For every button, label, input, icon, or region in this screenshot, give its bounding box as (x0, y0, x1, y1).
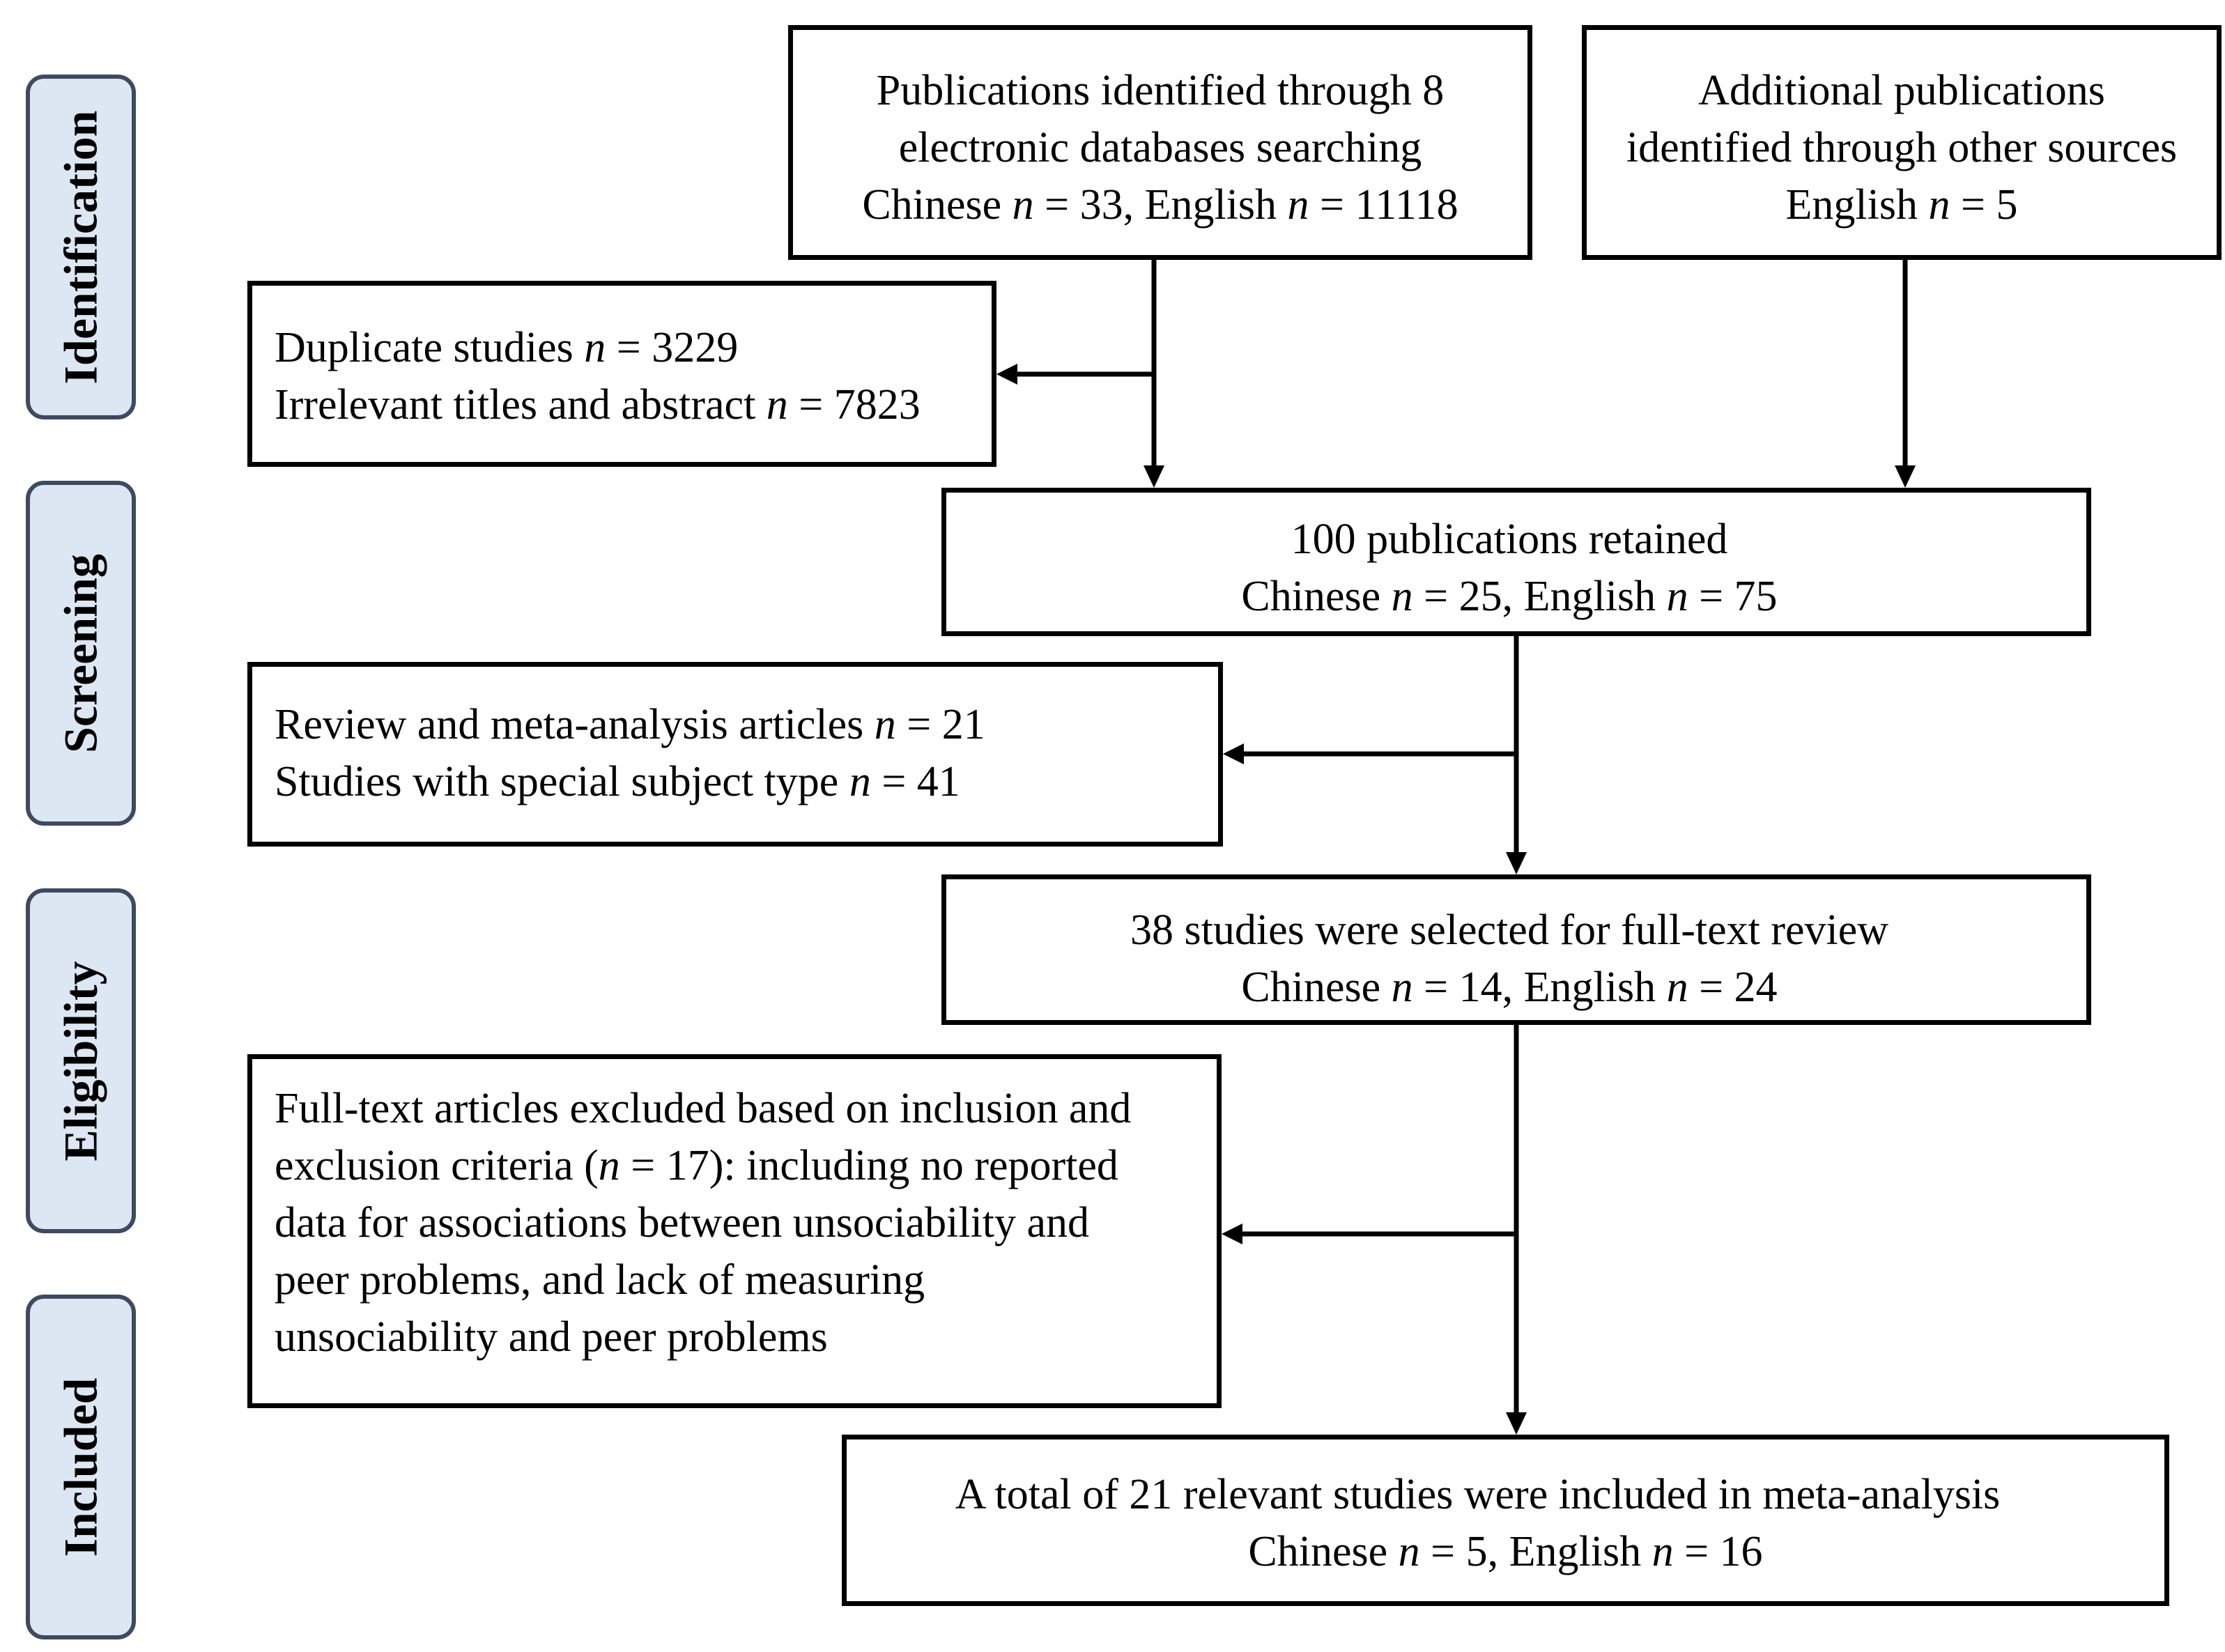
fulltext-n-symbol-1: n (1391, 964, 1413, 1011)
special-subject-n-symbol: n (849, 758, 871, 805)
databases-count-2: = 11118 (1309, 181, 1458, 229)
databases-line-2: electronic databases searching (898, 124, 1422, 171)
retained-box: 100 publications retained Chinese n = 25… (941, 488, 2091, 636)
irrelevant-n-symbol: n (766, 381, 788, 429)
other-sources-n-symbol: n (1928, 181, 1950, 229)
other-sources-count: = 5 (1950, 181, 2018, 229)
other-sources-line-3: English n = 5 (1587, 176, 2217, 233)
included-n-symbol-1: n (1398, 1528, 1420, 1575)
fulltext-count-2: = 24 (1688, 964, 1778, 1011)
review-articles-n-symbol: n (874, 701, 896, 748)
fulltext-excluded-line-3: data for associations between unsociabil… (275, 1199, 1090, 1246)
stage-tab-screening: Screening (26, 481, 136, 826)
fulltext-excluded-n-symbol: n (598, 1142, 620, 1189)
included-box: A total of 21 relevant studies were incl… (842, 1435, 2169, 1606)
stage-tab-eligibility: Eligibility (26, 888, 136, 1233)
included-line-2: Chinese n = 5, English n = 16 (847, 1523, 2109, 1580)
stage-tab-included: Included (26, 1295, 136, 1639)
retained-lang-1: Chinese (1241, 573, 1392, 620)
retained-line-1: 100 publications retained (1291, 516, 1728, 563)
irrelevant-label: Irrelevant titles and abstract (275, 381, 767, 429)
fulltext-excluded-line-2b: = 17): including no reported (619, 1142, 1118, 1189)
arrowhead-to-fulltext-excluded (1222, 1223, 1242, 1244)
review-articles-count: = 21 (895, 701, 985, 748)
databases-line-1: Publications identified through 8 (876, 67, 1445, 114)
arrowhead-databases-to-retained (1144, 465, 1164, 488)
fulltext-count-1: = 14, English (1412, 964, 1667, 1011)
databases-box: Publications identified through 8 electr… (788, 25, 1532, 260)
databases-count-1: = 33, English (1033, 181, 1288, 229)
fulltext-review-line-2: Chinese n = 14, English n = 24 (946, 959, 2072, 1016)
arrowhead-fulltext-to-included (1506, 1412, 1527, 1435)
arrowhead-to-review-excluded (1223, 743, 1244, 764)
fulltext-excluded-box: Full-text articles excluded based on inc… (247, 1054, 1222, 1408)
review-excluded-line-2: Studies with special subject type n = 41 (275, 753, 1218, 810)
retained-line-2: Chinese n = 25, English n = 75 (946, 568, 2072, 625)
fulltext-review-box: 38 studies were selected for full-text r… (941, 874, 2091, 1025)
stage-tab-identification: Identification (26, 75, 136, 419)
included-n-symbol-2: n (1652, 1528, 1674, 1575)
arrowhead-to-duplicates (996, 364, 1017, 385)
included-line-1: A total of 21 relevant studies were incl… (955, 1471, 2001, 1518)
databases-lang-1: Chinese (862, 181, 1002, 229)
fulltext-lang-1: Chinese (1241, 964, 1392, 1011)
databases-n-symbol-2: n (1287, 181, 1309, 229)
fulltext-excluded-line-2: exclusion criteria (n = 17): including n… (275, 1137, 1217, 1194)
duplicates-n-symbol: n (584, 324, 606, 371)
irrelevant-count: = 7823 (787, 381, 921, 429)
special-subject-count: = 41 (870, 758, 960, 805)
review-articles-label: Review and meta-analysis articles (275, 701, 875, 748)
retained-n-symbol-2: n (1666, 573, 1688, 620)
included-lang-1: Chinese (1248, 1528, 1399, 1575)
other-sources-line-1: Additional publications (1698, 67, 2105, 114)
included-count-1: = 5, English (1419, 1528, 1652, 1575)
special-subject-label: Studies with special subject type (275, 758, 849, 805)
arrowhead-other-to-retained (1895, 465, 1916, 488)
duplicates-label: Duplicate studies (275, 324, 585, 371)
duplicates-line-1: Duplicate studies n = 3229 (275, 319, 992, 376)
fulltext-excluded-line-4: peer problems, and lack of measuring (275, 1256, 925, 1304)
fulltext-excluded-line-1: Full-text articles excluded based on inc… (275, 1085, 1132, 1132)
included-count-2: = 16 (1673, 1528, 1763, 1575)
fulltext-review-line-1: 38 studies were selected for full-text r… (1130, 906, 1889, 954)
databases-line-3: Chinese n = 33, English n = 11118 (793, 176, 1527, 233)
duplicates-box: Duplicate studies n = 3229 Irrelevant ti… (247, 281, 996, 467)
other-sources-box: Additional publications identified throu… (1582, 25, 2222, 260)
fulltext-excluded-line-5: unsociability and peer problems (275, 1313, 828, 1361)
fulltext-excluded-line-2a: exclusion criteria ( (275, 1142, 599, 1189)
duplicates-count: = 3229 (606, 324, 739, 371)
retained-count-1: = 25, English (1412, 573, 1667, 620)
databases-n-symbol-1: n (1012, 181, 1034, 229)
review-excluded-line-1: Review and meta-analysis articles n = 21 (275, 696, 1218, 753)
duplicates-line-2: Irrelevant titles and abstract n = 7823 (275, 376, 992, 433)
arrowhead-retained-to-fulltext (1506, 852, 1527, 874)
retained-n-symbol-1: n (1391, 573, 1413, 620)
fulltext-n-symbol-2: n (1666, 964, 1688, 1011)
retained-count-2: = 75 (1688, 573, 1778, 620)
review-excluded-box: Review and meta-analysis articles n = 21… (247, 662, 1223, 847)
other-sources-line-2: identified through other sources (1626, 124, 2178, 171)
other-sources-lang: English (1785, 181, 1929, 229)
